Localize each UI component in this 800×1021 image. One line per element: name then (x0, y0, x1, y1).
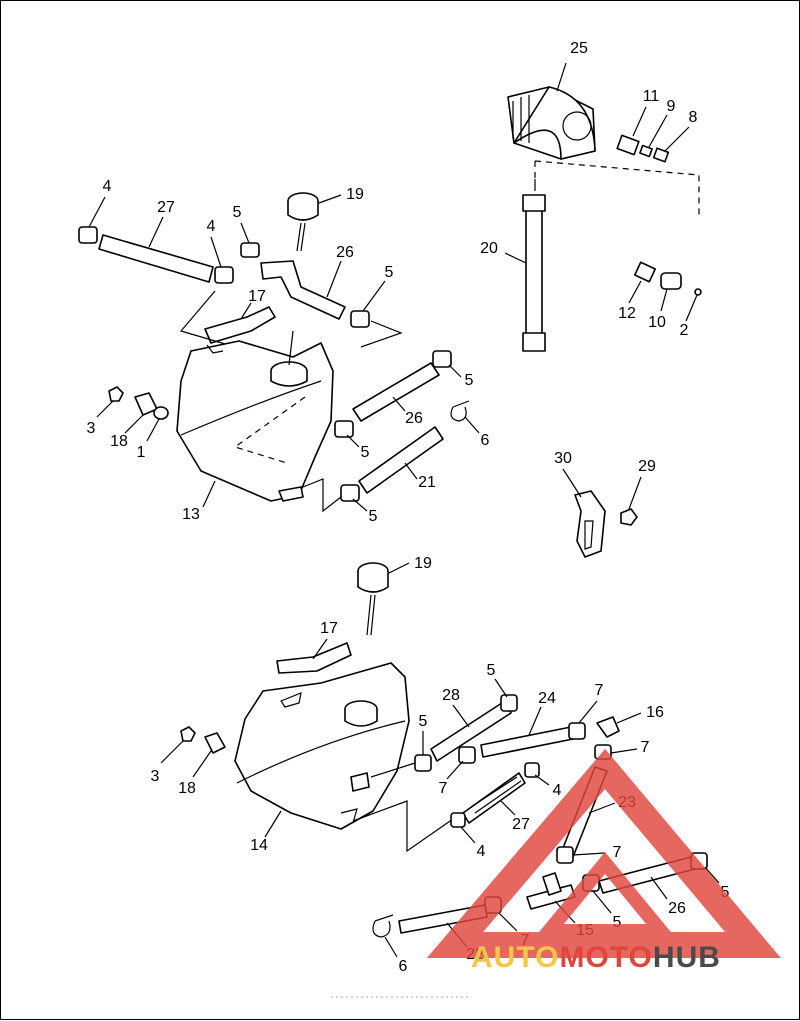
callout-29: 29 (638, 458, 656, 475)
callout-4a: 4 (103, 178, 112, 195)
elbow-fittings (633, 261, 702, 296)
callout-7a: 7 (595, 682, 604, 699)
callout-3: 3 (87, 420, 96, 437)
watermark-logo (426, 748, 781, 958)
callout-26b: 26 (405, 410, 423, 427)
callout-26a: 26 (336, 244, 354, 261)
callout-25: 25 (570, 40, 588, 57)
oil-tank-top (176, 330, 334, 502)
callout-9: 9 (667, 98, 676, 115)
callout-5a-bottom: 5 (487, 662, 496, 679)
callout-6b: 6 (399, 958, 408, 975)
callout-7d: 7 (613, 844, 622, 861)
callout-17b: 17 (320, 620, 338, 637)
watermark-text: AUTOMOTOHUB (471, 941, 721, 974)
callout-4b-bottom: 4 (477, 843, 486, 860)
callout-4b: 4 (207, 218, 216, 235)
fitting-parts (616, 134, 670, 163)
callout-11: 11 (643, 88, 660, 105)
oil-tank-bottom (234, 662, 410, 830)
dipstick-bottom (357, 562, 389, 636)
callout-27: 27 (157, 199, 175, 216)
callout-5c-bottom: 5 (613, 914, 622, 931)
callout-18: 18 (110, 433, 128, 450)
callout-3b: 3 (151, 768, 160, 785)
callout-20: 20 (480, 240, 498, 257)
callout-5b: 5 (385, 264, 394, 281)
callout-5b-bottom: 5 (419, 713, 428, 730)
callout-16: 16 (646, 704, 664, 721)
nut (620, 508, 638, 526)
callout-4a-bottom: 4 (553, 782, 562, 799)
spring-clamp-bottom (372, 914, 394, 938)
callout-6: 6 (481, 432, 490, 449)
callout-5d: 5 (361, 444, 370, 461)
dipstick (287, 192, 319, 252)
callout-14: 14 (250, 837, 268, 854)
callout-10: 10 (648, 314, 666, 331)
callout-1: 1 (137, 444, 146, 461)
callout-5a: 5 (233, 204, 242, 221)
callout-18b: 18 (178, 780, 196, 797)
spring-clamp (450, 400, 470, 422)
mount-hardware-bottom (180, 726, 226, 754)
callout-12: 12 (618, 305, 636, 322)
bracket (574, 490, 606, 558)
mount-hardware-top (108, 386, 169, 420)
callout-7c: 7 (439, 780, 448, 797)
callout-19: 19 (346, 186, 364, 203)
callout-5e: 5 (369, 508, 378, 525)
callout-13: 13 (182, 506, 200, 523)
callout-26-bottom: 26 (668, 900, 686, 917)
callout-19b: 19 (414, 555, 432, 572)
callout-21: 21 (418, 474, 436, 491)
callout-24: 24 (538, 690, 556, 707)
oil-tube (522, 194, 546, 352)
callout-30: 30 (554, 450, 572, 467)
callout-28: 28 (442, 687, 460, 704)
oil-filter (507, 86, 596, 160)
callout-5c: 5 (465, 372, 474, 389)
callout-8: 8 (689, 109, 698, 126)
callout-2: 2 (680, 322, 689, 339)
callout-17: 17 (248, 288, 266, 305)
callout-27b: 27 (512, 816, 530, 833)
elbow (596, 716, 620, 738)
callout-7b: 7 (641, 739, 650, 756)
clamp (78, 226, 98, 244)
